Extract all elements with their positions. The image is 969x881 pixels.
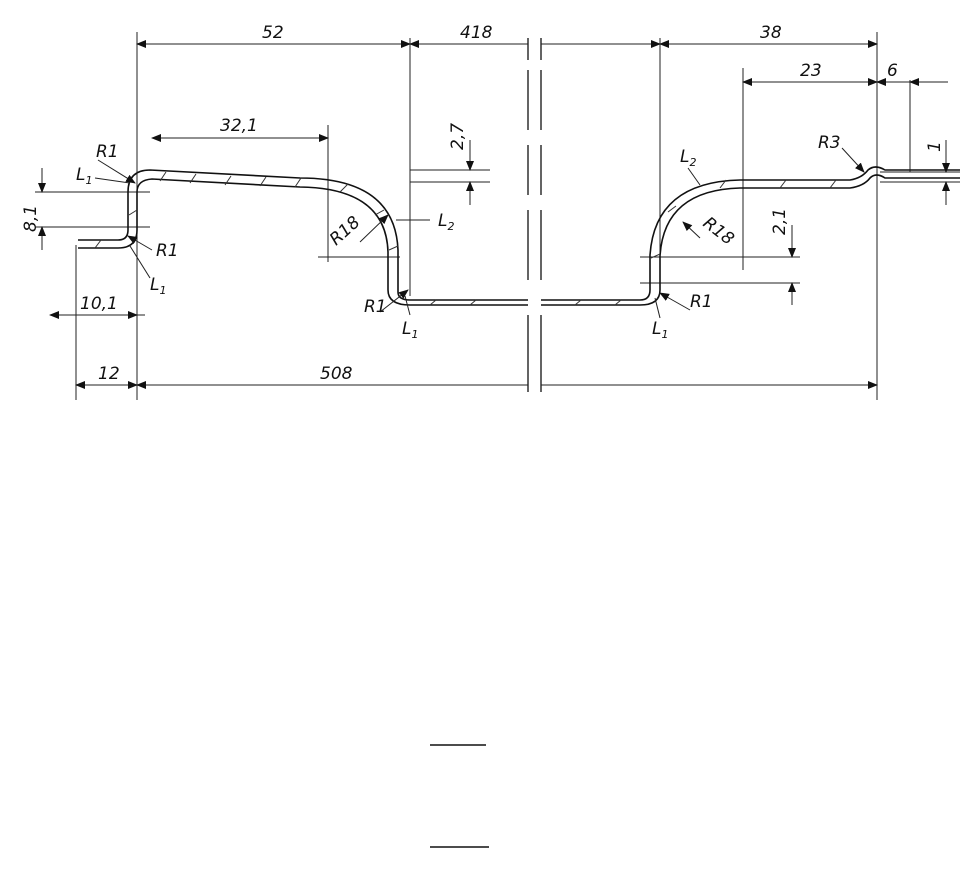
- sheet-profile-left: [78, 170, 528, 305]
- length-l2-right: L2: [680, 147, 696, 169]
- dimension-labels: 52 418 38 23 6 1 32,1 2,7 8,1 10,1 12 50…: [21, 23, 945, 384]
- dim-8-1: 8,1: [21, 205, 41, 232]
- sheet-profile-right: [541, 167, 960, 305]
- length-l1-mid-right: L1: [652, 319, 668, 341]
- dim-508: 508: [320, 364, 353, 384]
- blank-lines: [430, 745, 489, 847]
- dim-2-7: 2,7: [448, 123, 468, 150]
- length-l1-top-left: L1: [76, 165, 92, 187]
- break-lines: [528, 38, 541, 392]
- dim-6: 6: [887, 61, 898, 81]
- dimension-lines: [42, 44, 948, 385]
- radius-r18-left: R18: [326, 212, 364, 249]
- dim-2-1: 2,1: [770, 208, 790, 235]
- dim-23: 23: [800, 61, 822, 81]
- extension-lines: [35, 32, 960, 400]
- dim-12: 12: [98, 364, 120, 384]
- dim-10-1: 10,1: [80, 294, 118, 314]
- radius-r3: R3: [818, 133, 841, 153]
- length-l1-lower-left: L1: [150, 275, 166, 297]
- dim-52: 52: [262, 23, 284, 43]
- radius-r1-lower-left: R1: [156, 241, 179, 261]
- radius-r1-top-left: R1: [96, 142, 119, 162]
- radius-r18-right: R18: [699, 213, 738, 249]
- length-l1-mid-left: L1: [402, 319, 418, 341]
- dim-38: 38: [760, 23, 782, 43]
- dim-1: 1: [925, 141, 945, 152]
- dim-418: 418: [460, 23, 493, 43]
- radius-r1-mid-right: R1: [690, 292, 713, 312]
- dim-32-1: 32,1: [220, 116, 258, 136]
- length-l2-left: L2: [438, 211, 454, 233]
- radius-r1-mid-left: R1: [364, 297, 387, 317]
- radius-labels: R1 R1 R18 R1 R1 R18 R3: [96, 133, 841, 317]
